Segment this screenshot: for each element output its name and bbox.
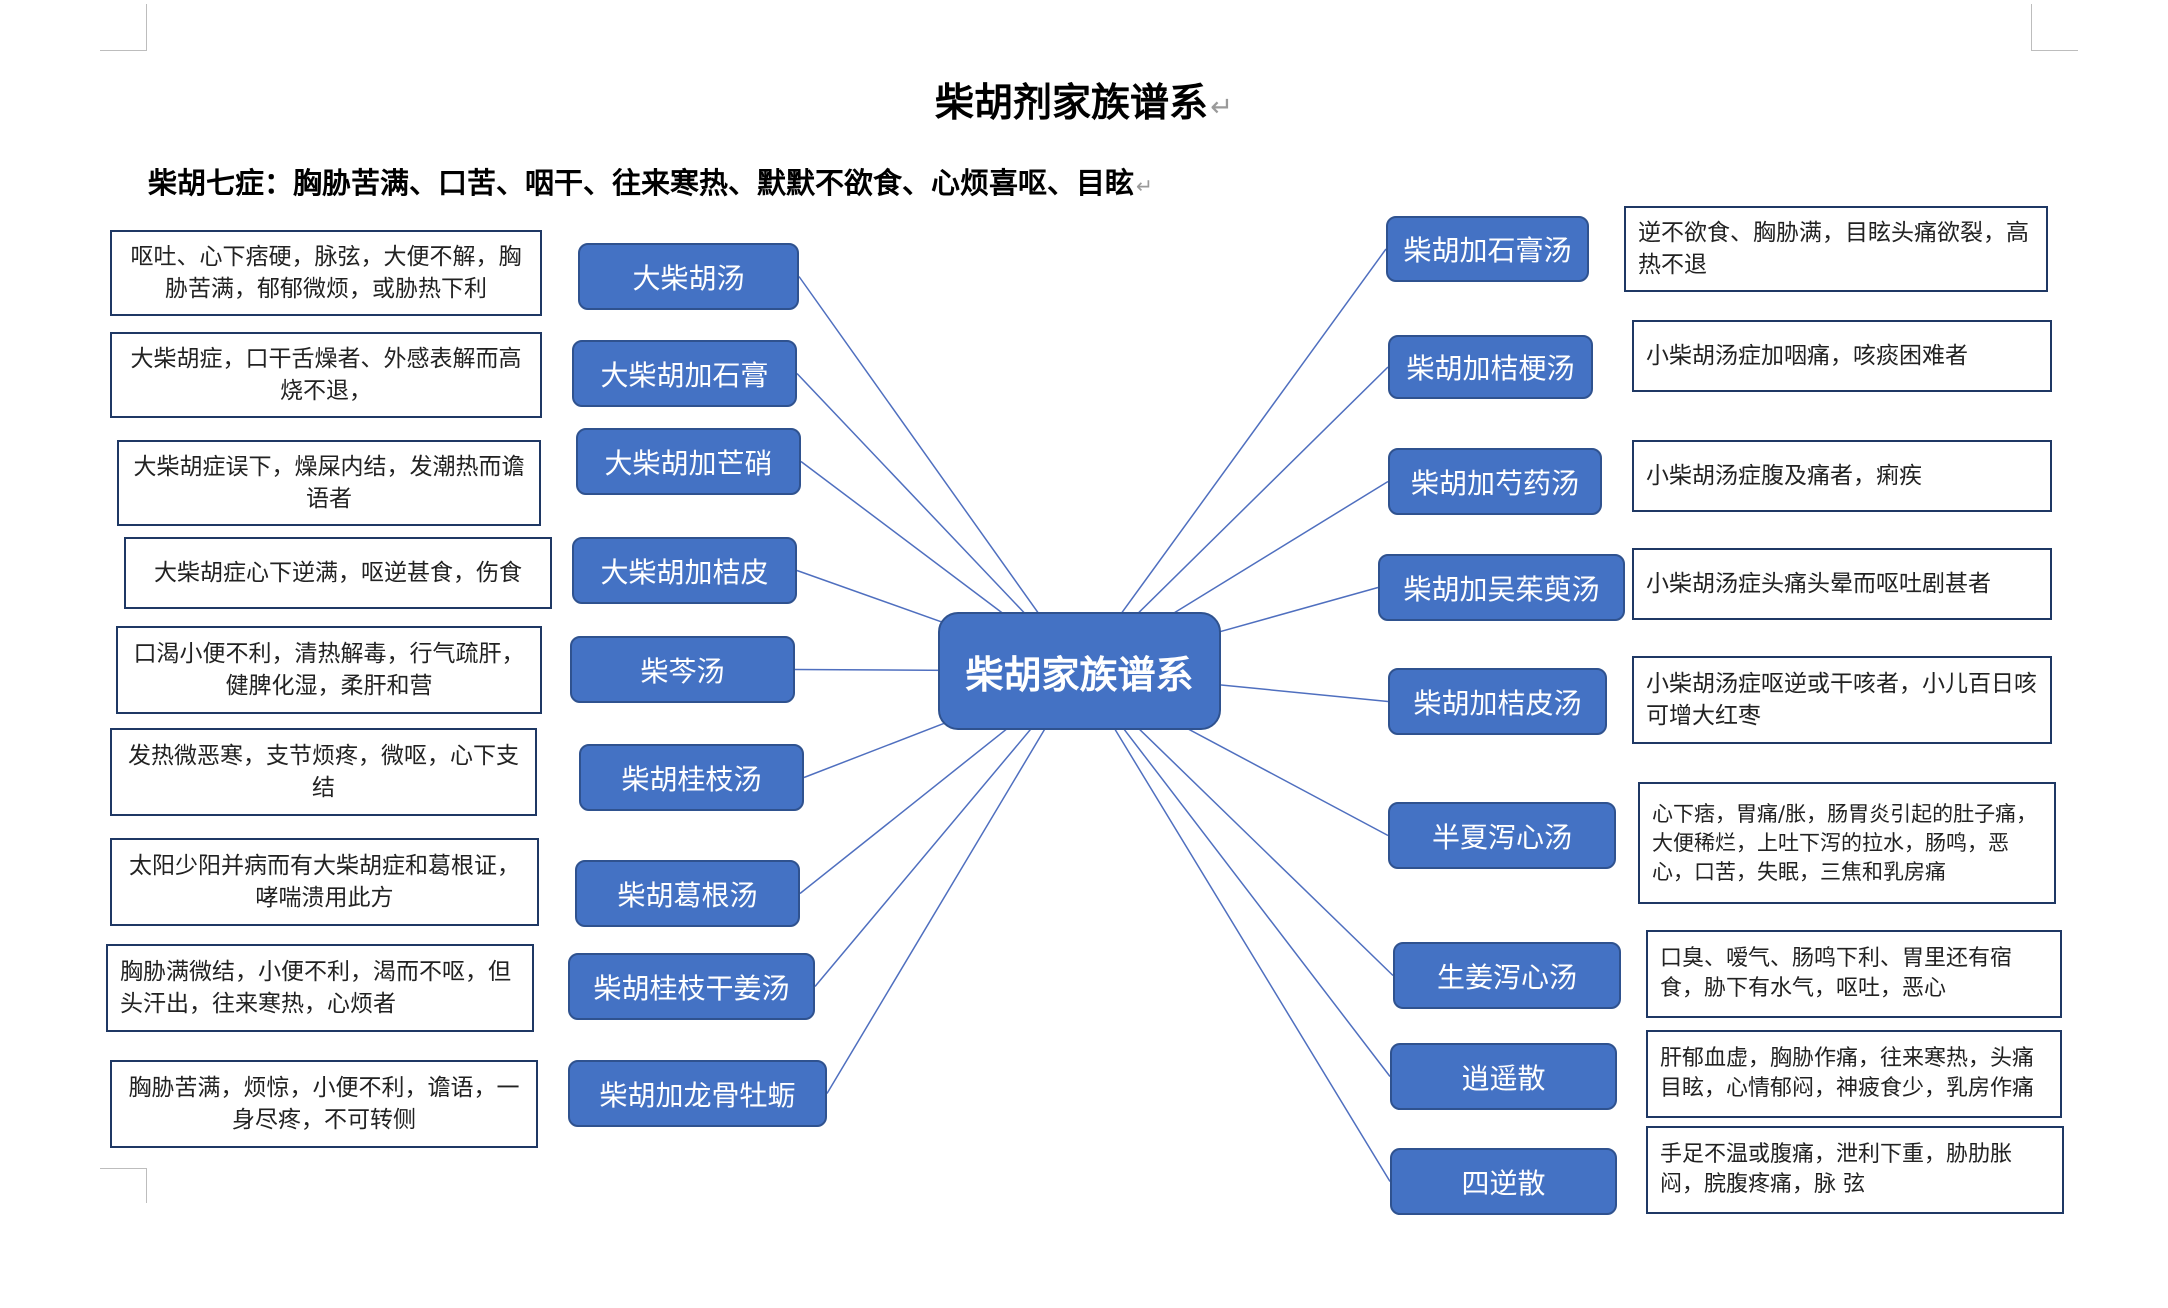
page-title: 柴胡剂家族谱系↵ (935, 81, 1233, 126)
connector-right-node-3 (1167, 480, 1389, 618)
left-node-9[interactable]: 柴胡加龙骨牡蛎 (568, 1060, 827, 1127)
right-node-4[interactable]: 柴胡加吴茱萸汤 (1378, 554, 1625, 621)
left-desc-9: 胸胁苦满，烦惊，小便不利，谵语，一身尽疼，不可转侧 (110, 1060, 538, 1148)
left-desc-8: 胸胁满微结，小便不利，渴而不呕，但头汗出，往来寒热，心烦者 (106, 944, 534, 1032)
left-node-8[interactable]: 柴胡桂枝干姜汤 (568, 953, 815, 1020)
right-desc-9: 手足不温或腹痛，泄利下重，胁肋胀闷，脘腹疼痛，脉 弦 (1646, 1126, 2064, 1214)
left-node-3[interactable]: 大柴胡加芒硝 (576, 428, 801, 495)
left-desc-6: 发热微恶寒，支节烦疼，微呕，心下支结 (110, 728, 537, 816)
crop-mark-top-left (100, 4, 147, 51)
left-node-5[interactable]: 柴芩汤 (570, 636, 795, 703)
left-desc-2: 大柴胡症，口干舌燥者、外感表解而高烧不退， (110, 332, 542, 418)
connector-left-node-2 (796, 372, 1029, 618)
right-node-7[interactable]: 生姜泻心汤 (1393, 942, 1621, 1009)
connector-left-node-5 (794, 668, 950, 672)
right-desc-3: 小柴胡汤症腹及痛者，痢疾 (1632, 440, 2052, 512)
connector-right-node-8 (1120, 724, 1391, 1077)
connector-left-node-4 (796, 569, 950, 626)
connector-right-node-5 (1209, 683, 1389, 703)
left-node-2[interactable]: 大柴胡加石膏 (572, 340, 797, 407)
connector-right-node-2 (1134, 366, 1389, 618)
left-desc-7: 太阳少阳并病而有大柴胡症和葛根证，哮喘溃用此方 (110, 838, 539, 926)
left-desc-1: 呕吐、心下痞硬，脉弦，大便不解，胸胁苦满，郁郁微烦，或胁热下利 (110, 230, 542, 316)
left-desc-3: 大柴胡症误下，燥屎内结，发潮热而谵语者 (117, 440, 541, 526)
right-desc-4: 小柴胡汤症头痛头晕而呕吐剧甚者 (1632, 548, 2052, 620)
left-desc-4: 大柴胡症心下逆满，呕逆甚食，伤食 (124, 537, 552, 609)
connector-right-node-6 (1180, 724, 1389, 837)
right-node-1[interactable]: 柴胡加石膏汤 (1386, 216, 1589, 282)
right-node-5[interactable]: 柴胡加桔皮汤 (1388, 668, 1607, 735)
left-node-4[interactable]: 大柴胡加桔皮 (572, 537, 797, 604)
seven-symptoms-heading: 柴胡七症：胸胁苦满、口苦、咽干、往来寒热、默默不欲食、心烦喜呕、目眩↵ (148, 166, 1154, 200)
right-node-9[interactable]: 四逆散 (1390, 1148, 1617, 1215)
connector-left-node-3 (800, 460, 1008, 618)
right-desc-1: 逆不欲食、胸胁满，目眩头痛欲裂，高热不退 (1624, 206, 2048, 292)
connector-left-node-1 (798, 276, 1042, 618)
left-desc-5: 口渴小便不利，清热解毒，行气疏肝，健脾化湿，柔肝和营 (116, 626, 542, 714)
left-node-6[interactable]: 柴胡桂枝汤 (579, 744, 804, 811)
right-desc-2: 小柴胡汤症加咽痛，咳痰困难者 (1632, 320, 2052, 392)
crop-mark-top-right (2031, 4, 2078, 51)
connector-right-node-1 (1118, 248, 1387, 618)
center-node[interactable]: 柴胡家族谱系 (938, 612, 1221, 730)
connector-right-node-4 (1209, 586, 1379, 636)
right-desc-5: 小柴胡汤症呕逆或干咳者，小儿百日咳可增大红枣 (1632, 656, 2052, 744)
connector-left-node-6 (803, 720, 950, 779)
right-node-8[interactable]: 逍遥散 (1390, 1043, 1617, 1110)
left-node-1[interactable]: 大柴胡汤 (578, 243, 799, 310)
connector-left-node-8 (814, 724, 1035, 987)
right-node-2[interactable]: 柴胡加桔梗汤 (1388, 335, 1593, 399)
right-desc-7: 口臭、嗳气、肠鸣下利、胃里还有宿食，胁下有水气，呕吐，恶心 (1646, 930, 2062, 1018)
left-node-7[interactable]: 柴胡葛根汤 (575, 860, 800, 927)
right-node-6[interactable]: 半夏泻心汤 (1388, 802, 1616, 869)
right-desc-6: 心下痞，胃痛/胀，肠胃炎引起的肚子痛，大便稀烂，上吐下泻的拉水，肠鸣，恶心，口苦… (1638, 782, 2056, 904)
connector-right-node-7 (1134, 724, 1394, 977)
right-node-3[interactable]: 柴胡加芍药汤 (1388, 448, 1602, 515)
right-desc-8: 肝郁血虚，胸胁作痛，往来寒热，头痛目眩，心情郁闷，神疲食少，乳房作痛 (1646, 1030, 2062, 1118)
crop-mark-bottom-left (100, 1168, 147, 1203)
connector-left-node-7 (799, 724, 1012, 895)
connector-right-node-9 (1111, 724, 1391, 1182)
connector-left-node-9 (826, 724, 1048, 1094)
